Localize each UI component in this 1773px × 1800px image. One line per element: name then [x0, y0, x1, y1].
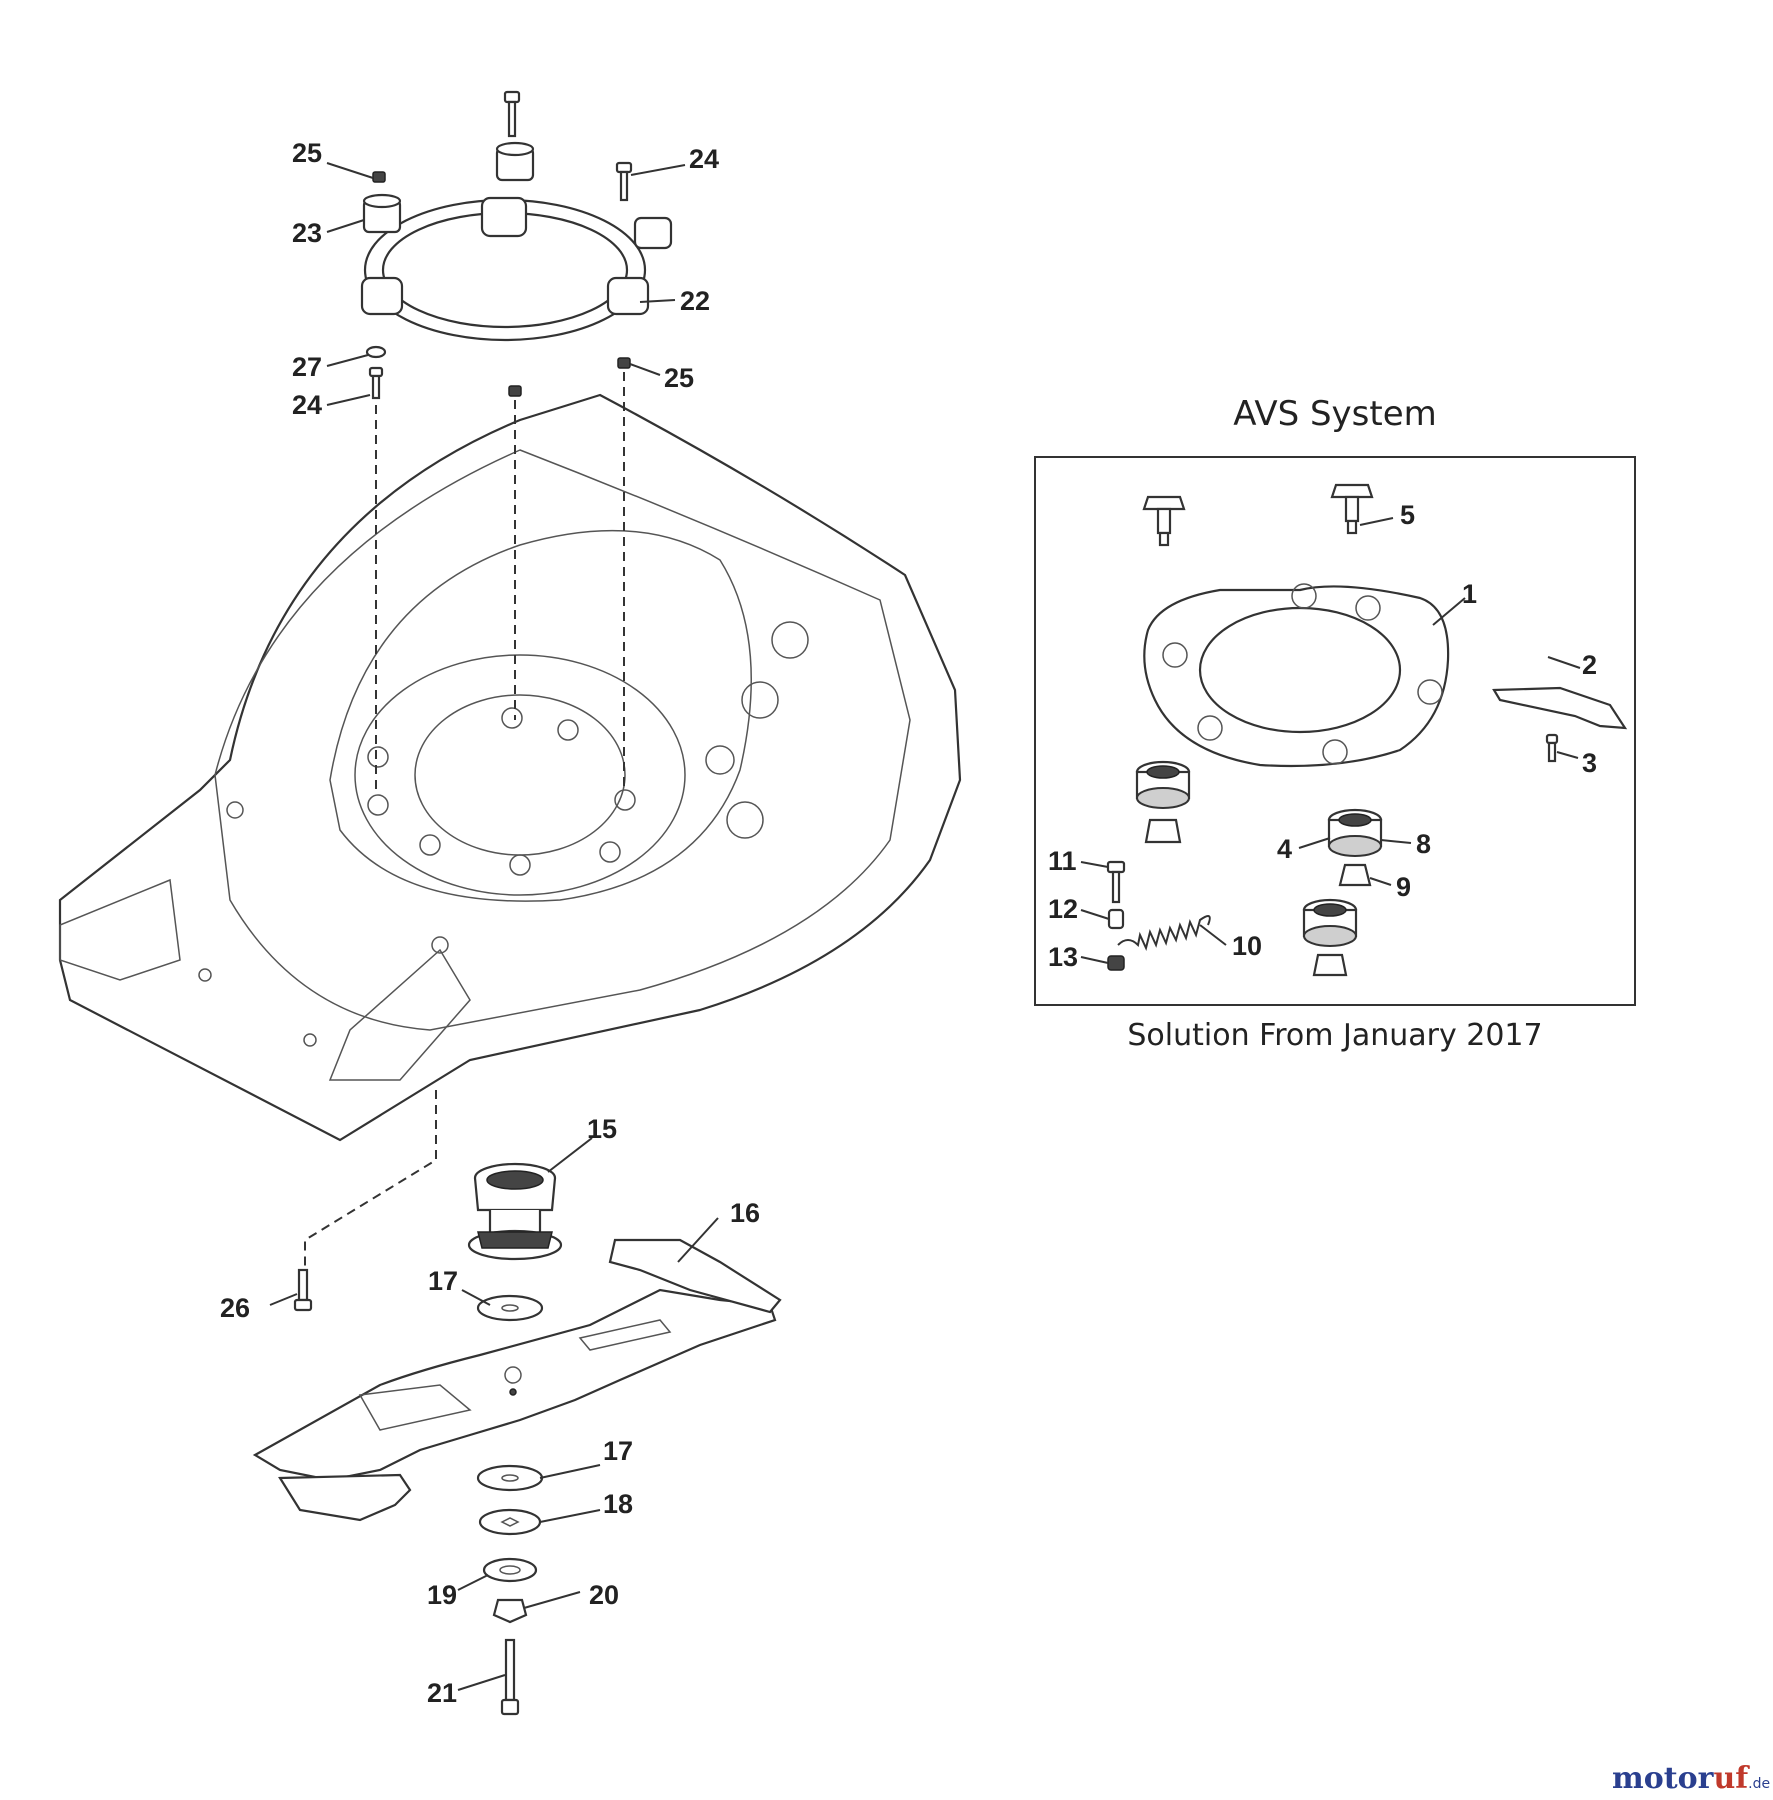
avs-pin-part-5: [1330, 483, 1374, 535]
callout-21: 21: [427, 1678, 457, 1708]
callout-17-lower: 17: [603, 1436, 633, 1466]
top-bolt: [503, 90, 521, 138]
watermark-logo: motoruf.de: [1612, 1761, 1770, 1796]
callout-numbers: 25 23 24 22 27 24 25 15 16 17 26 17 18 1…: [220, 138, 1597, 1708]
nut-part-25-lower: [617, 357, 631, 369]
callout-20: 20: [589, 1580, 619, 1610]
callout-18: 18: [603, 1489, 633, 1519]
avs-caption: Solution From January 2017: [1127, 1018, 1542, 1053]
blade-part-16: [252, 1238, 782, 1522]
avs-title: AVS System: [1233, 394, 1437, 434]
watermark-brand-accent: uf: [1713, 1761, 1750, 1796]
avs-damper-right: [1302, 898, 1358, 977]
callout-4: 4: [1277, 834, 1292, 864]
avs-sleeve-part-12: [1107, 908, 1125, 930]
washer-part-17-lower: [476, 1464, 544, 1492]
bolt-part-26: [293, 1268, 313, 1312]
callout-22: 22: [680, 286, 710, 316]
avs-damper-left: [1135, 760, 1191, 844]
callout-1: 1: [1462, 579, 1477, 609]
vibration-ring-part-22: [360, 196, 673, 342]
callout-10: 10: [1232, 931, 1262, 961]
blade-adaptor-part-15: [467, 1162, 563, 1261]
avs-spring-part-10: [1117, 915, 1211, 951]
mower-deck: [58, 393, 962, 1142]
washer-part-17-upper: [476, 1294, 544, 1322]
callout-17-upper: 17: [428, 1266, 458, 1296]
washer-part-19: [482, 1557, 538, 1583]
callout-12: 12: [1048, 894, 1078, 924]
callout-2: 2: [1582, 650, 1597, 680]
avs-nut-part-13: [1107, 955, 1125, 971]
callout-26: 26: [220, 1293, 250, 1323]
watermark-brand-main: motor: [1612, 1761, 1715, 1796]
callout-9: 9: [1396, 872, 1411, 902]
washer-part-18: [478, 1508, 542, 1536]
callout-8: 8: [1416, 829, 1431, 859]
callout-25-upper: 25: [292, 138, 322, 168]
avs-pin-left: [1142, 495, 1186, 547]
washer-part-27: [365, 345, 387, 359]
avs-panel-frame: [1034, 456, 1636, 1006]
avs-damper-part-8: [1327, 808, 1383, 857]
callout-11: 11: [1048, 846, 1077, 876]
avs-bush-part-9: [1338, 863, 1372, 887]
avs-bracket-part-2: [1492, 686, 1628, 730]
bolt-part-24-lower: [368, 366, 384, 400]
watermark-brand-suffix: .de: [1748, 1776, 1770, 1792]
avs-plate-part-1: [1143, 583, 1450, 768]
callout-5: 5: [1400, 500, 1415, 530]
callout-24-upper: 24: [689, 144, 719, 174]
nut-part-25-upper: [372, 171, 386, 183]
nut-middle: [508, 385, 522, 397]
svg-text:motoruf.de: motoruf.de: [1612, 1761, 1770, 1796]
callout-15: 15: [587, 1114, 617, 1144]
callout-23: 23: [292, 218, 322, 248]
callout-16: 16: [730, 1198, 760, 1228]
callout-3: 3: [1582, 748, 1597, 778]
top-bushing: [495, 141, 535, 182]
alignment-line-bottom: [304, 1090, 437, 1270]
callout-19: 19: [427, 1580, 457, 1610]
leader-lines: [269, 162, 1581, 1691]
avs-screw-part-3: [1545, 733, 1559, 763]
callout-25-lower: 25: [664, 363, 694, 393]
bolt-part-21: [500, 1638, 520, 1716]
bushing-part-23: [362, 193, 402, 234]
bolt-part-24-upper: [615, 161, 633, 202]
nut-part-20: [492, 1598, 528, 1624]
callout-13: 13: [1048, 942, 1078, 972]
avs-bolt-part-11: [1106, 860, 1126, 904]
callout-27: 27: [292, 352, 322, 382]
callout-24-lower: 24: [292, 390, 322, 420]
